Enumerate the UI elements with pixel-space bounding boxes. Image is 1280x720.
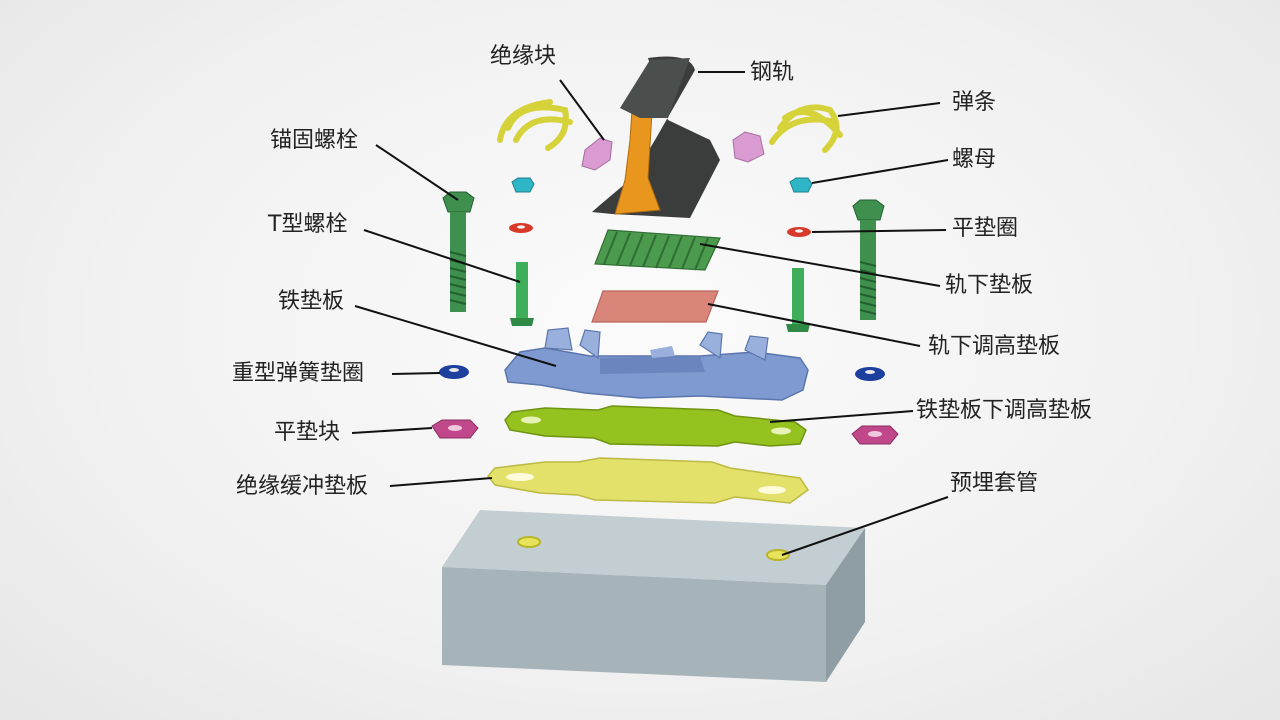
insulator-blocks: [581, 131, 765, 171]
nuts: [511, 177, 813, 193]
label-flat-washer: 平垫圈: [952, 216, 1019, 241]
baseplate-shim-shape: [504, 405, 807, 447]
label-t-bolt: T型螺栓: [268, 212, 348, 237]
leader-lines: [351, 71, 949, 556]
label-insulating-cushion-plate: 绝缘缓冲垫板: [236, 474, 369, 499]
label-flat-block: 平垫块: [274, 420, 341, 445]
concrete-sleeper: [442, 510, 865, 682]
label-elastic-clip: 弹条: [952, 90, 997, 115]
label-rail-pad: 轨下垫板: [945, 273, 1034, 298]
rail-shape: [592, 56, 720, 218]
flat-washers: [509, 223, 811, 237]
label-insulator-block: 绝缘块: [490, 44, 557, 69]
rail-pad-shape: [594, 229, 721, 271]
label-nut: 螺母: [952, 147, 997, 172]
label-heavy-spring-washer: 重型弹簧垫圈: [232, 361, 365, 386]
iron-baseplate-shape: [504, 327, 809, 401]
rail-pad-shim-shape: [591, 290, 719, 323]
label-baseplate-shim: 铁垫板下调高垫板: [916, 398, 1093, 423]
label-embedded-sleeve: 预埋套管: [950, 471, 1039, 496]
flat-blocks: [431, 419, 899, 445]
label-anchor-bolt: 锚固螺栓: [270, 128, 359, 153]
label-iron-baseplate: 铁垫板: [278, 289, 345, 314]
label-rail-pad-shim: 轨下调高垫板: [928, 334, 1061, 359]
anchor-bolts: [442, 191, 885, 320]
elastic-clips: [497, 99, 843, 153]
insulating-cushion-plate-shape: [487, 457, 810, 504]
t-bolts: [510, 262, 810, 332]
heavy-spring-washers: [439, 365, 885, 381]
label-rail: 钢轨: [750, 60, 795, 85]
